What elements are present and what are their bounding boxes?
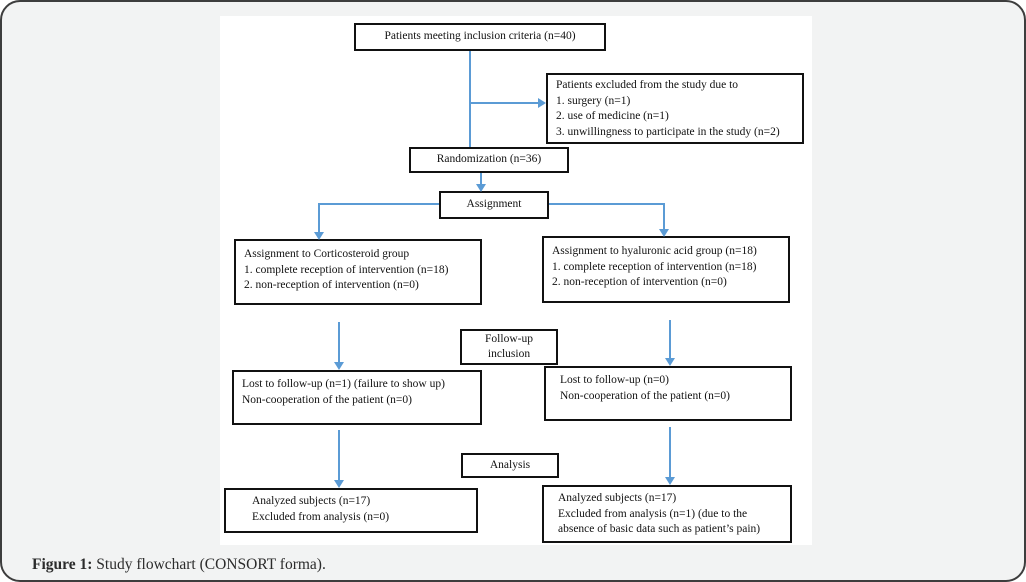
arrow-down-icon [665,477,675,485]
connector-lost-to-analyzed-right [669,427,671,477]
box-excluded-line: 2. use of medicine (n=1) [556,110,669,122]
box-randomization: Randomization (n=36) [409,147,569,173]
flowchart-canvas: Patients meeting inclusion criteria (n=4… [220,16,812,545]
arrow-down-icon [314,232,324,240]
box-analyzed-left-line: Excluded from analysis (n=0) [252,510,390,523]
arrow-down-icon [334,480,344,488]
box-excluded-line: Patients excluded from the study due to [556,79,739,91]
box-corticosteroid-line: Assignment to Corticosteroid group [244,248,410,260]
box-analyzed-right-line: Analyzed subjects (n=17) [558,492,677,504]
box-analysis-line: Analysis [489,458,531,471]
arrow-down-icon [476,184,486,192]
connector-randomization-to-assignment [480,173,482,184]
box-followup-label: Follow-up inclusion [460,329,558,365]
figure-caption-text: Study flowchart (CONSORT forma). [96,556,326,573]
box-assignment: Assignment [439,191,549,219]
box-hyaluronic-line: 1. complete reception of intervention (n… [552,260,757,273]
arrow-right-icon [538,98,546,108]
arrow-down-icon [659,229,669,237]
arrow-down-icon [665,358,675,366]
box-corticosteroid-group: Assignment to Corticosteroid group 1. co… [234,239,482,305]
connector-cortico-to-lost [338,322,340,362]
connector-assignment-right-vertical [663,203,665,229]
box-analyzed-left: Analyzed subjects (n=17) Excluded from a… [224,488,478,533]
box-lost-left: Lost to follow-up (n=1) (failure to show… [232,370,482,425]
figure-caption-label: Figure 1: [32,556,93,573]
box-hyaluronic-line: 2. non-reception of intervention (n=0) [552,276,727,288]
connector-hyaluronic-to-lost [669,320,671,358]
box-analyzed-left-line: Analyzed subjects (n=17) [252,495,371,507]
connector-branch-to-excluded [470,102,538,104]
box-analysis-label: Analysis [461,453,559,478]
box-hyaluronic-group: Assignment to hyaluronic acid group (n=1… [542,236,790,303]
box-lost-left-line: Lost to follow-up (n=1) (failure to show… [242,378,445,390]
connector-assignment-left-vertical [318,203,320,232]
box-excluded-line: 1. surgery (n=1) [556,94,631,107]
box-corticosteroid-line: 1. complete reception of intervention (n… [244,263,449,276]
box-analyzed-right: Analyzed subjects (n=17) Excluded from a… [542,485,792,543]
box-hyaluronic-line: Assignment to hyaluronic acid group (n=1… [552,245,757,257]
box-inclusion: Patients meeting inclusion criteria (n=4… [354,23,606,51]
box-lost-left-line: Non-cooperation of the patient (n=0) [242,393,412,406]
box-assignment-line: Assignment [466,198,522,211]
box-lost-right: Lost to follow-up (n=0) Non-cooperation … [544,366,792,421]
box-inclusion-line: Patients meeting inclusion criteria (n=4… [384,30,576,43]
box-analyzed-right-line: Excluded from analysis (n=1) (due to the… [558,507,761,536]
box-corticosteroid-line: 2. non-reception of intervention (n=0) [244,279,419,291]
connector-assignment-left-horizontal [318,203,439,205]
figure-caption: Figure 1: Study flowchart (CONSORT forma… [32,556,326,574]
arrow-down-icon [334,362,344,370]
box-lost-right-line: Non-cooperation of the patient (n=0) [560,389,730,402]
connector-lost-to-analyzed-left [338,430,340,480]
connector-inclusion-to-randomization [469,51,471,147]
box-followup-line: inclusion [487,348,531,360]
box-excluded: Patients excluded from the study due to … [546,73,804,144]
box-lost-right-line: Lost to follow-up (n=0) [560,374,670,386]
box-excluded-line: 3. unwillingness to participate in the s… [556,125,780,138]
box-followup-line: Follow-up [485,332,533,345]
box-randomization-line: Randomization (n=36) [436,153,542,166]
connector-assignment-right-horizontal [549,203,665,205]
